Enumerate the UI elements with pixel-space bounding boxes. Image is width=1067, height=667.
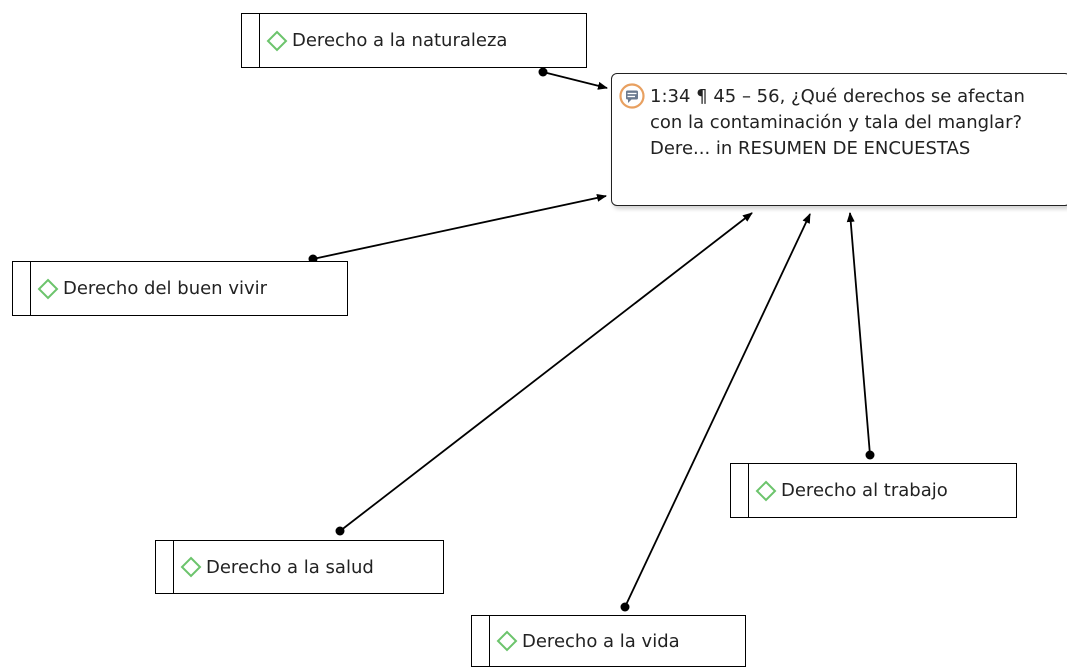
code-node-salud[interactable]: Derecho a la salud (155, 540, 444, 594)
code-node-naturaleza[interactable]: Derecho a la naturaleza (241, 13, 587, 68)
node-strip (472, 616, 490, 666)
code-node-buen-vivir[interactable]: Derecho del buen vivir (12, 261, 348, 316)
link-salud[interactable] (335, 212, 753, 536)
diamond-icon (496, 630, 518, 652)
node-strip (156, 541, 174, 593)
code-node-trabajo[interactable]: Derecho al trabajo (730, 463, 1017, 518)
code-label: Derecho a la vida (522, 630, 680, 652)
link-trabajo[interactable] (846, 212, 875, 460)
node-strip (13, 262, 31, 315)
code-label: Derecho a la naturaleza (292, 30, 508, 51)
quotation-node[interactable]: 1:34 ¶ 45 – 56, ¿Qué derechos se afectan… (611, 73, 1067, 206)
code-label: Derecho al trabajo (781, 480, 948, 501)
comment-icon (618, 82, 646, 110)
diamond-icon (755, 480, 777, 502)
diamond-icon (180, 556, 202, 578)
code-label: Derecho del buen vivir (63, 278, 268, 299)
code-node-vida[interactable]: Derecho a la vida (471, 615, 746, 667)
link-vida[interactable] (620, 213, 811, 612)
link-naturaleza[interactable] (538, 67, 608, 90)
quotation-text: 1:34 ¶ 45 – 56, ¿Qué derechos se afectan… (650, 86, 1025, 159)
diamond-icon (266, 30, 288, 52)
code-label: Derecho a la salud (206, 556, 374, 578)
node-strip (242, 14, 260, 67)
link-buen-vivir[interactable] (308, 193, 607, 264)
diamond-icon (37, 278, 59, 300)
node-strip (731, 464, 749, 517)
